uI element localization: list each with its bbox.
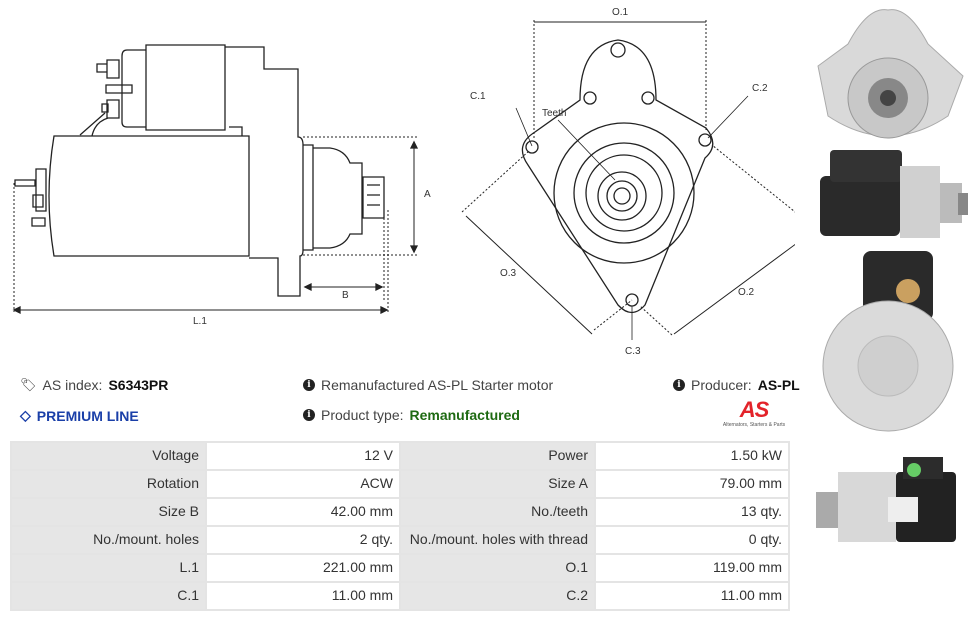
dim-c2-label: C.2 bbox=[752, 83, 768, 94]
dim-l1-label: L.1 bbox=[193, 316, 207, 327]
as-index: 🏷︎ AS index: S6343PR bbox=[20, 377, 168, 393]
product-photo-side[interactable] bbox=[808, 148, 970, 242]
teeth-label: Teeth bbox=[542, 108, 567, 119]
spec-value: 12 V bbox=[205, 441, 401, 471]
as-pl-logo: AS Alternators, Starters & Parts bbox=[716, 397, 792, 429]
spec-value: 11.00 mm bbox=[205, 581, 401, 611]
premium-line-label: PREMIUM LINE bbox=[36, 407, 139, 424]
diamond-icon: ◇ bbox=[20, 407, 31, 423]
product-photo-rear[interactable] bbox=[808, 246, 970, 446]
spec-value: ACW bbox=[205, 469, 401, 499]
front-view-drawing bbox=[461, 20, 795, 340]
spec-label: No./teeth bbox=[399, 497, 596, 527]
spec-label: No./mount. holes bbox=[10, 525, 207, 555]
producer-value: AS-PL bbox=[757, 377, 800, 393]
spec-value: 11.00 mm bbox=[594, 581, 790, 611]
premium-line-badge: ◇ PREMIUM LINE bbox=[20, 407, 139, 424]
description-text: Remanufactured AS-PL Starter motor bbox=[321, 377, 554, 393]
spec-value: 79.00 mm bbox=[594, 469, 790, 499]
spec-label: Voltage bbox=[10, 441, 207, 471]
dim-o1-label: O.1 bbox=[612, 7, 629, 18]
product-type-label: Product type: bbox=[321, 407, 404, 423]
dim-c1-label: C.1 bbox=[470, 91, 486, 102]
spec-value: 119.00 mm bbox=[594, 553, 790, 583]
description: i Remanufactured AS-PL Starter motor bbox=[303, 377, 553, 393]
spec-label: Size A bbox=[399, 469, 596, 499]
dim-o3-label: O.3 bbox=[500, 268, 517, 279]
spec-label: Power bbox=[399, 441, 596, 471]
info-icon: i bbox=[303, 409, 315, 421]
product-type: i Product type: Remanufactured bbox=[303, 407, 520, 423]
dim-o2-label: O.2 bbox=[738, 287, 755, 298]
spec-label: L.1 bbox=[10, 553, 207, 583]
product-type-value: Remanufactured bbox=[409, 407, 520, 423]
dim-c3-label: C.3 bbox=[625, 346, 641, 357]
spec-value: 42.00 mm bbox=[205, 497, 401, 527]
info-icon: i bbox=[673, 379, 685, 391]
logo-tagline: Alternators, Starters & Parts bbox=[722, 422, 786, 428]
side-view-drawing bbox=[12, 44, 419, 315]
spec-value: 1.50 kW bbox=[594, 441, 790, 471]
spec-value: 0 qty. bbox=[594, 525, 790, 555]
producer: i Producer: AS-PL bbox=[673, 377, 800, 393]
as-index-label: AS index: bbox=[42, 377, 103, 393]
tag-icon: 🏷︎ bbox=[20, 377, 37, 392]
spec-label: C.1 bbox=[10, 581, 207, 611]
product-photo-label-side[interactable] bbox=[808, 452, 970, 552]
spec-value: 13 qty. bbox=[594, 497, 790, 527]
spec-label: C.2 bbox=[399, 581, 596, 611]
spec-label: Rotation bbox=[10, 469, 207, 499]
product-photo-front[interactable] bbox=[808, 6, 970, 146]
producer-label: Producer: bbox=[691, 377, 752, 393]
spec-value: 221.00 mm bbox=[205, 553, 401, 583]
spec-label: Size B bbox=[10, 497, 207, 527]
as-index-value: S6343PR bbox=[108, 377, 169, 393]
dim-b-label: B bbox=[342, 290, 349, 301]
logo-mark: AS bbox=[739, 397, 770, 422]
spec-label: No./mount. holes with thread bbox=[399, 525, 596, 555]
spec-label: O.1 bbox=[399, 553, 596, 583]
info-icon: i bbox=[303, 379, 315, 391]
spec-value: 2 qty. bbox=[205, 525, 401, 555]
dim-a-label: A bbox=[424, 189, 431, 200]
